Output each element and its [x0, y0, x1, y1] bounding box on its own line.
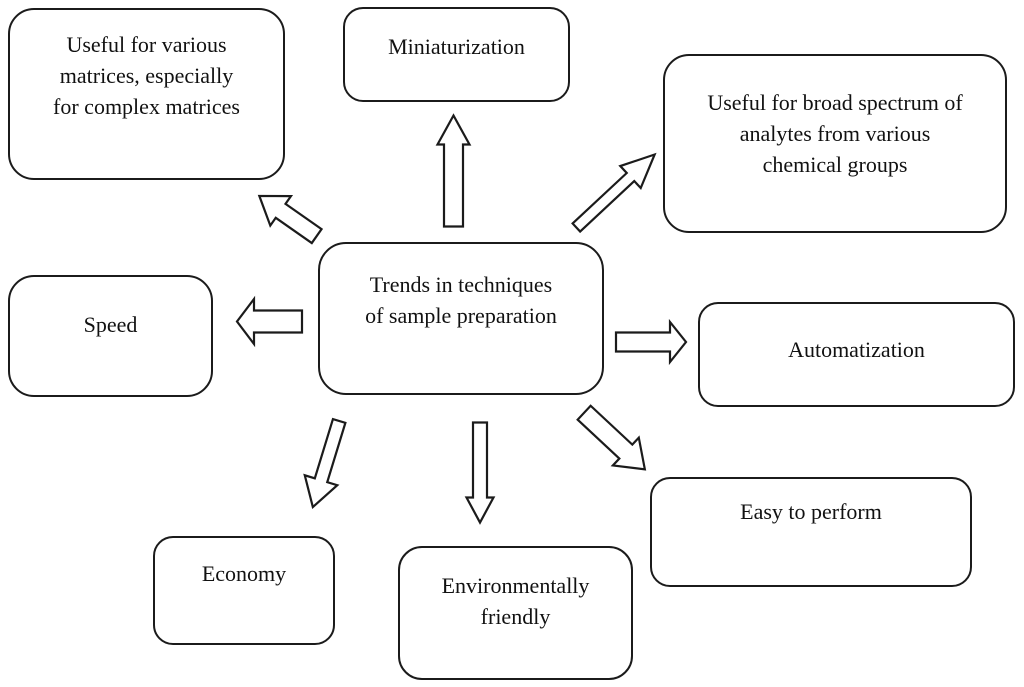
- node-speed: Speed: [8, 275, 213, 397]
- arrow-up-icon: [435, 113, 472, 228]
- node-useful-matrices-label: Useful for various matrices, especially …: [53, 32, 240, 119]
- arrow-right-icon: [614, 318, 688, 366]
- node-miniaturization-label: Miniaturization: [388, 34, 525, 59]
- node-useful-analytes-label: Useful for broad spectrum of analytes fr…: [707, 90, 963, 177]
- node-easy-to-perform-label: Easy to perform: [740, 499, 882, 524]
- node-useful-analytes: Useful for broad spectrum of analytes fr…: [663, 54, 1007, 233]
- arrow-up-left-icon: [257, 194, 324, 245]
- node-environmentally-friendly-label: Environmentally friendly: [441, 573, 590, 629]
- arrow-down-left-icon: [303, 417, 347, 510]
- node-economy-label: Economy: [201, 561, 287, 586]
- node-center: Trends in techniques of sample preparati…: [318, 242, 604, 395]
- node-automatization: Automatization: [698, 302, 1015, 407]
- node-environmentally-friendly: Environmentally friendly: [398, 546, 633, 680]
- arrow-down-icon: [464, 421, 496, 525]
- arrow-left-icon: [235, 295, 304, 348]
- node-economy: Economy: [153, 536, 335, 645]
- node-easy-to-perform: Easy to perform: [650, 477, 972, 587]
- node-useful-matrices: Useful for various matrices, especially …: [8, 8, 285, 180]
- arrow-down-right-icon: [576, 404, 647, 471]
- node-miniaturization: Miniaturization: [343, 7, 570, 102]
- arrow-up-right-icon: [571, 152, 657, 234]
- node-center-label: Trends in techniques of sample preparati…: [365, 272, 557, 328]
- node-speed-label: Speed: [83, 312, 138, 337]
- node-automatization-label: Automatization: [788, 337, 925, 362]
